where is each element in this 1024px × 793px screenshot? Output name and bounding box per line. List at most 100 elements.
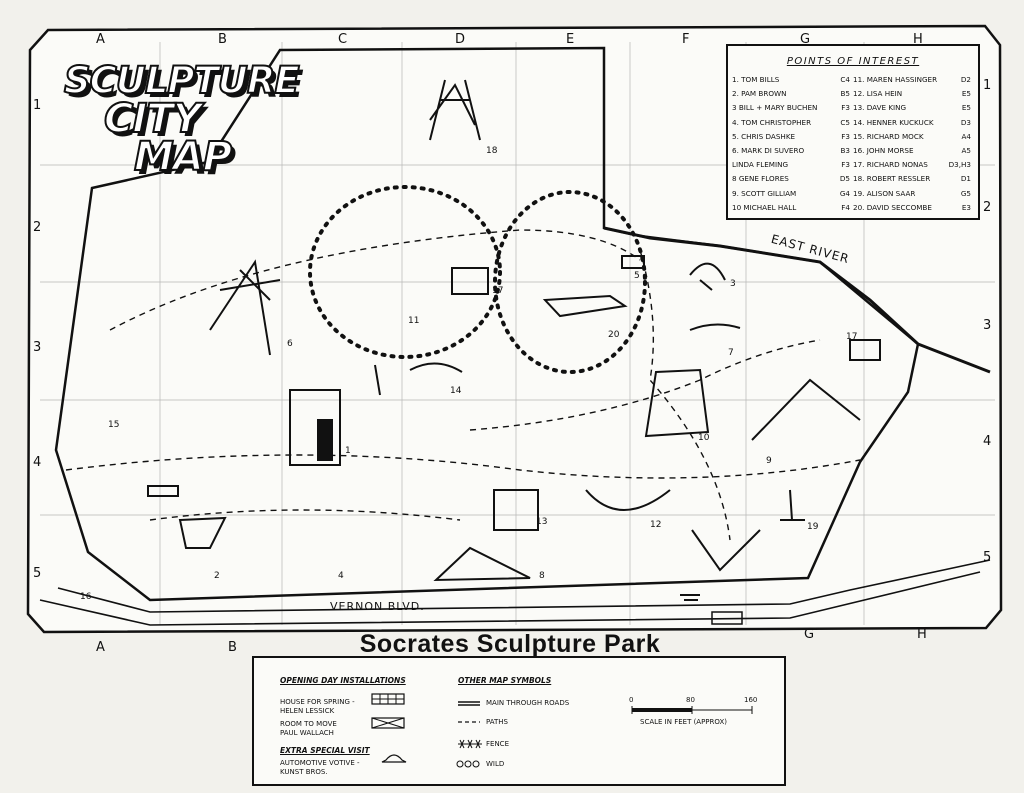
- poi-entry: 14. HENNER KUCKUCK D3: [853, 116, 974, 130]
- poi-grid-ref: C4: [840, 75, 850, 84]
- poi-artist: 4. TOM CHRISTOPHER: [732, 117, 812, 127]
- sculpture-city-map-logo: SCULPTURE CITY MAP: [63, 59, 301, 180]
- grid-letter-F: F: [682, 32, 690, 47]
- poi-grid-ref: G5: [960, 188, 971, 198]
- sculpture-number-18: 18: [486, 146, 498, 156]
- logo-line-2: CITY: [103, 96, 203, 142]
- poi-grid-ref: D1: [960, 174, 971, 184]
- logo-line-3: MAP: [133, 134, 233, 180]
- poi-grid-ref: A5: [961, 146, 972, 156]
- poi-grid-ref: A4: [961, 131, 972, 141]
- poi-grid-ref: D2: [960, 75, 971, 84]
- sculpture-number-16: 16: [80, 592, 92, 602]
- grid-row-5-right: 5: [983, 550, 992, 565]
- vernon-road: [57, 559, 991, 613]
- grid-row-1: 1: [33, 98, 42, 113]
- poi-artist: 9. SCOTT GILLIAM: [732, 188, 797, 198]
- poi-grid-ref: C5: [840, 117, 850, 127]
- poi-grid-ref: F3: [841, 103, 850, 113]
- scale-tick-160: 160: [744, 696, 758, 704]
- sculpture-number-6: 6: [287, 339, 293, 349]
- poi-artist: 16. JOHN MORSE: [853, 146, 914, 156]
- poi-grid-ref: D5: [839, 174, 850, 184]
- sculpture-number-14: 14: [450, 386, 462, 396]
- sculpture-number-1: 1: [345, 446, 351, 456]
- grid-letter-A: A: [96, 32, 105, 47]
- grid-row-1-right: 1: [983, 78, 992, 93]
- poi-grid-ref: D3,H3: [948, 160, 971, 170]
- poi-grid-ref: B5: [840, 89, 850, 99]
- sculpture-number-13: 13: [536, 517, 548, 527]
- grid-row-3-right: 3: [983, 318, 992, 333]
- legend-paths: PATHS: [486, 718, 509, 726]
- poi-grid-ref: D3: [960, 117, 971, 127]
- legend-main-roads: MAIN THROUGH ROADS: [486, 699, 570, 707]
- legend-automotive-votive: AUTOMOTIVE VOTIVE -: [280, 759, 360, 767]
- poi-entry: 8 GENE FLORES D5: [732, 172, 853, 186]
- poi-entry: LINDA FLEMING F3: [732, 158, 853, 172]
- grid-letter-B-bottom: B: [228, 640, 237, 655]
- grid-row-2: 2: [33, 220, 42, 235]
- poi-entry: 5. CHRIS DASHKE F3: [732, 130, 853, 144]
- poi-grid-ref: G4: [839, 188, 850, 198]
- poi-grid-ref: F3: [841, 160, 850, 170]
- poi-artist: 3 BILL + MARY BUCHEN: [732, 103, 818, 113]
- grid-row-3: 3: [33, 340, 42, 355]
- grid-letter-H-bottom: H: [917, 627, 927, 642]
- sculpture-number-11: 11: [408, 316, 420, 326]
- poi-artist: 14. HENNER KUCKUCK: [853, 117, 934, 127]
- legend-house-artist: HELEN LESSICK: [280, 707, 335, 715]
- sculpture-number-9: 9: [766, 456, 772, 466]
- poi-artist: 11. MAREN HASSINGER: [853, 75, 938, 84]
- sculpture-number-7: 7: [728, 348, 734, 358]
- grid-letter-A-bottom: A: [96, 640, 105, 655]
- legend-house-for-spring: HOUSE FOR SPRING -: [280, 698, 355, 706]
- poi-grid-ref: E3: [961, 202, 971, 212]
- park-title: Socrates Sculpture Park: [359, 630, 661, 658]
- poi-artist: LINDA FLEMING: [732, 160, 789, 170]
- legend-scale-label: SCALE IN FEET (APPROX): [640, 718, 727, 726]
- legend-fence: FENCE: [486, 740, 509, 748]
- poi-entry: 3 BILL + MARY BUCHEN F3: [732, 101, 853, 115]
- poi-entry: 2. PAM BROWN B5: [732, 87, 853, 101]
- poi-artist: 18. ROBERT RESSLER: [853, 174, 931, 184]
- poi-grid-ref: F3: [841, 131, 850, 141]
- river-shore: [603, 226, 991, 374]
- logo-line-1: SCULPTURE: [63, 59, 301, 102]
- sculpture-number-3: 3: [730, 279, 736, 289]
- grid-row-4-right: 4: [983, 434, 992, 449]
- poi-artist: 8 GENE FLORES: [732, 174, 789, 184]
- poi-entry: 18. ROBERT RESSLER D1: [853, 172, 974, 186]
- poi-artist: 13. DAVE KING: [853, 103, 907, 113]
- sculpture-marks: [147, 79, 881, 601]
- legend-room-to-move: ROOM TO MOVE: [280, 720, 337, 728]
- fence-line: [279, 47, 605, 51]
- grid-letter-H: H: [913, 32, 923, 47]
- poi-entry: 17. RICHARD NONAS D3,H3: [853, 158, 974, 172]
- poi-artist: 5. CHRIS DASHKE: [732, 131, 796, 141]
- vernon-blvd-label: VERNON BLVD.: [330, 600, 425, 613]
- poi-artist: 12. LISA HEIN: [853, 89, 903, 99]
- grid-letter-B: B: [218, 32, 227, 47]
- sculpture-number-20: 20: [608, 330, 620, 340]
- poi-entry: 4. TOM CHRISTOPHER C5: [732, 116, 853, 130]
- poi-artist: 6. MARK DI SUVERO: [732, 146, 805, 156]
- grid-letter-D: D: [455, 32, 466, 47]
- path-network: [65, 229, 861, 541]
- poi-entry: 9. SCOTT GILLIAM G4: [732, 187, 853, 201]
- sculpture-number-19: 19: [807, 522, 819, 532]
- poi-artist: 17. RICHARD NONAS: [853, 160, 928, 170]
- parking-symbol: [711, 611, 743, 625]
- wild-areas: [308, 185, 647, 374]
- poi-artist: 2. PAM BROWN: [732, 89, 787, 99]
